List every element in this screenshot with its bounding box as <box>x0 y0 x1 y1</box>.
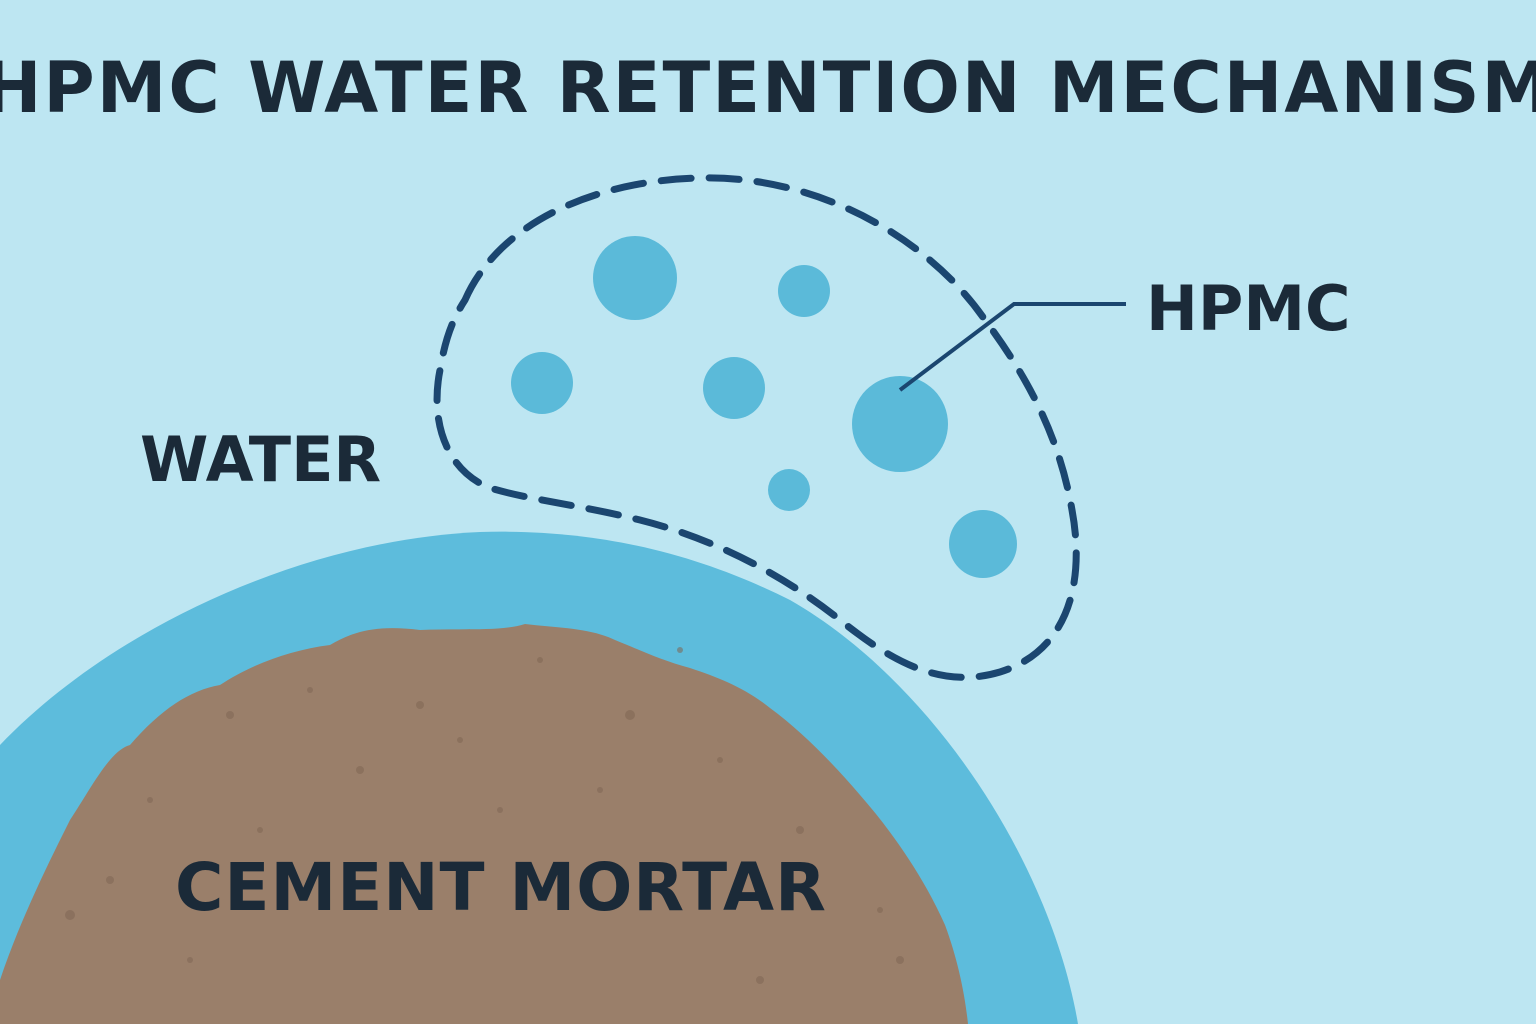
hpmc-particle <box>852 376 948 472</box>
hpmc-particle <box>511 352 573 414</box>
hpmc-particle <box>703 357 765 419</box>
cement-mortar-label: CEMENT MORTAR <box>175 849 827 926</box>
hpmc-particle <box>778 265 830 317</box>
hpmc-leader-line <box>898 302 1126 392</box>
hpmc-boundary <box>433 174 1080 681</box>
hpmc-particle <box>593 236 677 320</box>
cement-mortar-body <box>0 624 968 1024</box>
water-label: WATER <box>140 423 381 496</box>
hpmc-particle <box>949 510 1017 578</box>
page-title: HPMC WATER RETENTION MECHANISM <box>0 47 1536 129</box>
mortar-speckles <box>65 647 904 984</box>
hpmc-label: HPMC <box>1146 272 1351 345</box>
hpmc-particle <box>768 469 810 511</box>
hpmc-particles <box>511 236 1017 578</box>
